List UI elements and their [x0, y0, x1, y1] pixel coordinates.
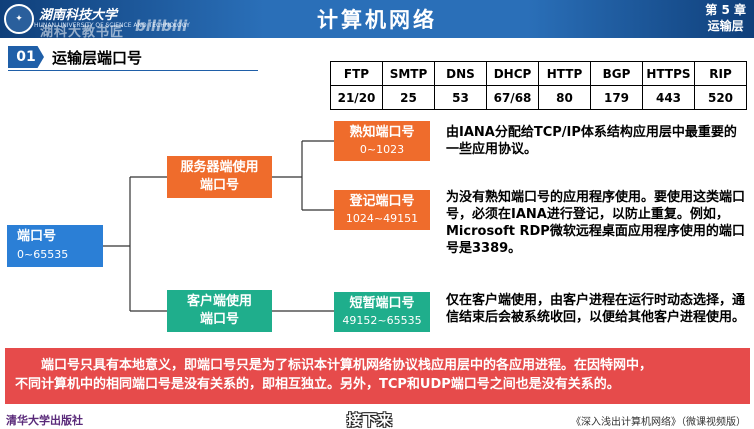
- well-known-ports-table: FTP SMTP DNS DHCP HTTP BGP HTTPS RIP 21/…: [330, 61, 747, 110]
- chapter-label: 第 5 章 运输层: [705, 2, 746, 34]
- port-cell: 80: [538, 85, 591, 110]
- root-branch-lines: [103, 176, 167, 312]
- server-port-node: 服务器端使用 端口号: [167, 156, 272, 198]
- section-title: 运输层端口号: [52, 49, 143, 67]
- summary-callout: 端口号只具有本地意义，即端口号只是为了标识本计算机网络协议栈应用层中的各应用进程…: [5, 348, 750, 404]
- well-known-description: 由IANA分配给TCP/IP体系结构应用层中最重要的一些应用协议。: [446, 125, 737, 157]
- protocol-cell: FTP: [330, 61, 383, 86]
- well-known-label: 熟知端口号: [349, 125, 415, 140]
- registered-port-node: 登记端口号 1024~49151: [334, 190, 430, 230]
- server-branch-lines: [272, 140, 334, 211]
- bilibili-watermark: bilibili: [135, 17, 188, 35]
- summary-line-1: 端口号只具有本地意义，即端口号只是为了标识本计算机网络协议栈应用层中的各应用进程…: [41, 358, 653, 373]
- port-cell: 53: [434, 85, 487, 110]
- port-cell: 443: [642, 85, 695, 110]
- client-label-line2: 端口号: [199, 312, 239, 327]
- port-row: 21/20 25 53 67/68 80 179 443 520: [330, 85, 747, 110]
- channel-watermark: 湖科大教书匠: [40, 25, 125, 40]
- university-seal-icon: ✦: [4, 4, 34, 34]
- ephemeral-range: 49152~65535: [342, 314, 422, 327]
- footer-bar: 清华大学出版社 接下来 《深入浅出计算机网络》（微课视频版）: [0, 407, 754, 429]
- protocol-cell: DHCP: [486, 61, 539, 86]
- port-cell: 25: [382, 85, 435, 110]
- server-label-line2: 端口号: [199, 178, 239, 193]
- client-port-node: 客户端使用 端口号: [167, 290, 272, 332]
- port-cell: 21/20: [330, 85, 383, 110]
- protocol-cell: DNS: [434, 61, 487, 86]
- registered-label: 登记端口号: [349, 194, 415, 209]
- chapter-number: 第 5 章: [705, 3, 746, 17]
- university-english-name: HUNAN UNIVERSITY OF SCIENCE AND TECHNOLO…: [34, 21, 190, 29]
- root-range: 0~65535: [17, 248, 69, 261]
- ephemeral-description: 仅在客户端使用，由客户进程在运行时动态选择，通信结束后会被系统收回，以便给其他客…: [446, 293, 746, 325]
- protocol-row: FTP SMTP DNS DHCP HTTP BGP HTTPS RIP: [330, 61, 747, 86]
- port-cell: 67/68: [486, 85, 539, 110]
- protocol-cell: RIP: [694, 61, 747, 86]
- summary-line-2: 不同计算机中的相同端口号是没有关系的，即相互独立。另外，TCP和UDP端口号之间…: [15, 377, 620, 392]
- protocol-cell: BGP: [590, 61, 643, 86]
- registered-range: 1024~49151: [345, 212, 419, 225]
- header-bar: ✦ 湖南科技大学 HUNAN UNIVERSITY OF SCIENCE AND…: [0, 0, 754, 40]
- client-label-line1: 客户端使用: [186, 294, 252, 309]
- university-name: 湖南科技大学: [39, 7, 118, 23]
- next-button[interactable]: 接下来: [347, 411, 393, 429]
- chapter-name: 运输层: [707, 19, 744, 33]
- publisher-logo: 清华大学出版社: [6, 414, 83, 427]
- protocol-cell: SMTP: [382, 61, 435, 86]
- root-label: 端口号: [17, 229, 57, 244]
- book-reference: 《深入浅出计算机网络》（微课视频版）: [571, 417, 746, 428]
- ephemeral-label: 短暂端口号: [349, 296, 415, 311]
- section-underline: [8, 70, 258, 71]
- well-known-port-node: 熟知端口号 0~1023: [334, 121, 430, 161]
- port-cell: 520: [694, 85, 747, 110]
- page-title: 计算机网络: [317, 8, 437, 32]
- section-number-badge: 01: [8, 46, 44, 68]
- well-known-range: 0~1023: [359, 143, 405, 156]
- server-label-line1: 服务器端使用: [180, 160, 259, 175]
- ephemeral-port-node: 短暂端口号 49152~65535: [334, 292, 430, 332]
- registered-description: 为没有熟知端口号的应用程序使用。要使用这类端口号，必须在IANA进行登记，以防止…: [446, 190, 746, 256]
- university-logo: ✦ 湖南科技大学 HUNAN UNIVERSITY OF SCIENCE AND…: [4, 2, 214, 36]
- port-number-root-node: 端口号 0~65535: [7, 225, 103, 267]
